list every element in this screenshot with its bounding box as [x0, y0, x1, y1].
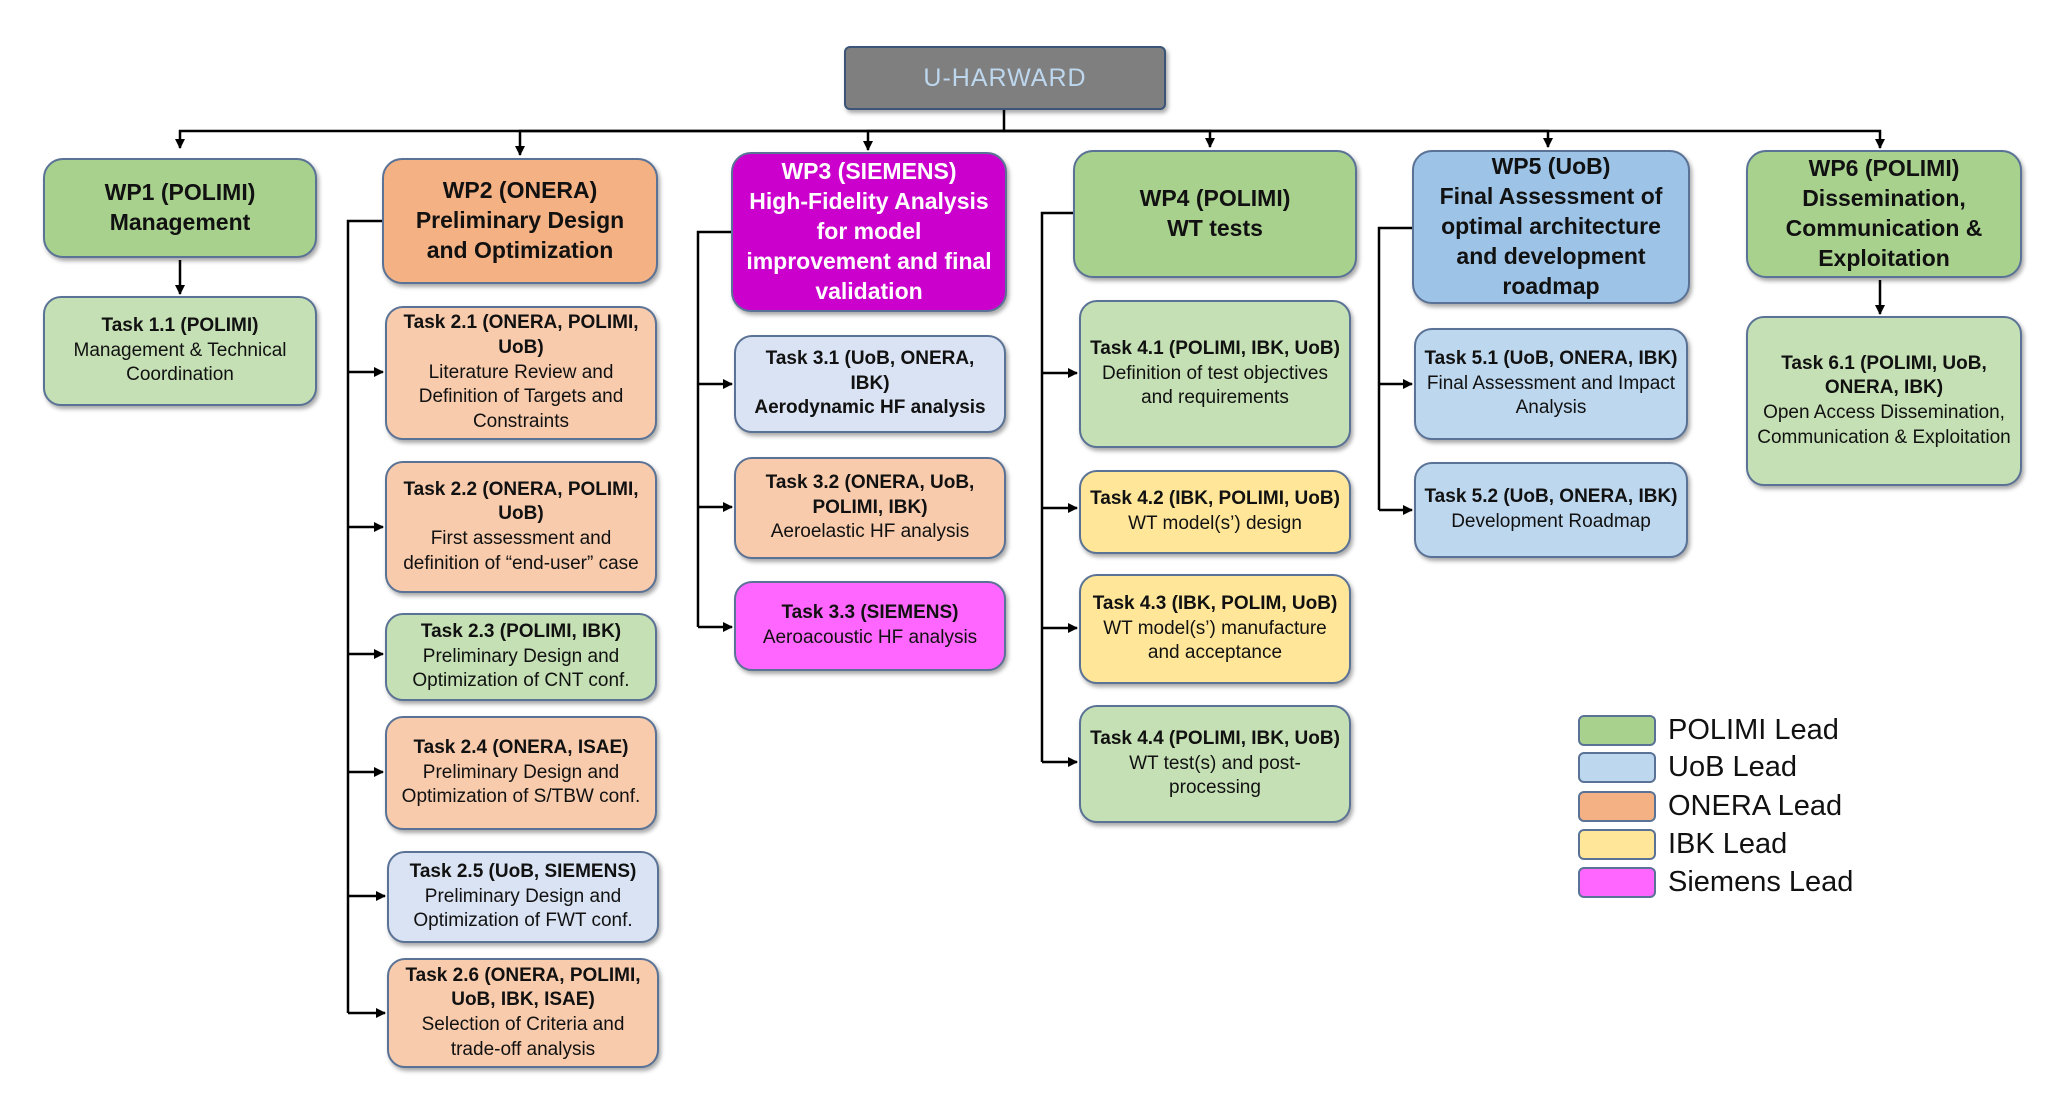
- legend-item: UoB Lead: [1578, 751, 1797, 784]
- task-4-1-title: Task 4.1 (POLIMI, IBK, UoB): [1090, 337, 1340, 359]
- task-2-4-desc: Preliminary Design and Optimization of S…: [401, 761, 641, 808]
- task-4-4-desc: WT test(s) and post-processing: [1129, 752, 1301, 799]
- task-2-6: Task 2.6 (ONERA, POLIMI, UoB, IBK, ISAE)…: [387, 958, 659, 1068]
- task-2-1-title: Task 2.1 (ONERA, POLIMI, UoB): [403, 312, 639, 358]
- task-4-4-title: Task 4.4 (POLIMI, IBK, UoB): [1090, 727, 1340, 749]
- task-2-6-desc: Selection of Criteria and trade-off anal…: [421, 1014, 625, 1060]
- wp1-title: WP1 (POLIMI): [104, 179, 256, 206]
- wp4-box: WP4 (POLIMI) WT tests: [1073, 150, 1357, 278]
- task-6-1-desc: Open Access Dissemination, Communication…: [1757, 402, 2011, 448]
- task-3-2-title: Task 3.2 (ONERA, UoB, POLIMI, IBK): [765, 471, 975, 518]
- task-2-1-desc: Literature Review and Definition of Targ…: [418, 361, 624, 433]
- task-2-5-desc: Preliminary Design and Optimization of F…: [413, 885, 633, 932]
- wp1-box: WP1 (POLIMI) Management: [43, 158, 317, 258]
- task-5-1: Task 5.1 (UoB, ONERA, IBK) Final Assessm…: [1414, 328, 1688, 440]
- task-4-2: Task 4.2 (IBK, POLIMI, UoB) WT model(s’)…: [1079, 470, 1351, 554]
- task-5-2: Task 5.2 (UoB, ONERA, IBK) Development R…: [1414, 462, 1688, 558]
- task-3-1: Task 3.1 (UoB, ONERA, IBK) Aerodynamic H…: [734, 335, 1006, 433]
- task-2-5-title: Task 2.5 (UoB, SIEMENS): [409, 860, 637, 882]
- root-node: U-HARWARD: [844, 46, 1166, 110]
- task-6-1: Task 6.1 (POLIMI, UoB, ONERA, IBK) Open …: [1746, 316, 2022, 486]
- task-2-3-title: Task 2.3 (POLIMI, IBK): [420, 620, 622, 642]
- wp5-title: WP5 (UoB): [1491, 153, 1611, 180]
- task-2-2-title: Task 2.2 (ONERA, POLIMI, UoB): [403, 478, 639, 525]
- legend-item: POLIMI Lead: [1578, 714, 1839, 747]
- task-1-1-title: Task 1.1 (POLIMI): [101, 314, 259, 336]
- task-3-2-desc: Aeroelastic HF analysis: [770, 521, 970, 543]
- task-3-3-desc: Aeroacoustic HF analysis: [762, 627, 978, 648]
- wp2-box: WP2 (ONERA) Preliminary Design and Optim…: [382, 158, 658, 284]
- task-4-2-title: Task 4.2 (IBK, POLIMI, UoB): [1090, 488, 1340, 510]
- wp3-title: WP3 (SIEMENS): [781, 158, 957, 185]
- task-4-1-desc: Definition of test objectives and requir…: [1101, 362, 1328, 409]
- legend-item: Siemens Lead: [1578, 866, 1853, 899]
- task-2-6-title: Task 2.6 (ONERA, POLIMI, UoB, IBK, ISAE): [405, 964, 641, 1011]
- legend-label: ONERA Lead: [1668, 790, 1843, 822]
- task-4-4: Task 4.4 (POLIMI, IBK, UoB) WT test(s) a…: [1079, 705, 1351, 823]
- task-4-3-desc: WT model(s’) manufacture and acceptance: [1103, 617, 1327, 664]
- legend-item: IBK Lead: [1578, 828, 1787, 861]
- wp4-title: WP4 (POLIMI): [1139, 185, 1291, 212]
- legend-label: IBK Lead: [1668, 828, 1788, 860]
- wp2-title: WP2 (ONERA): [442, 177, 598, 204]
- task-3-3-title: Task 3.3 (SIEMENS): [781, 602, 959, 624]
- task-1-1: Task 1.1 (POLIMI) Management & Technical…: [43, 296, 317, 406]
- task-3-3: Task 3.3 (SIEMENS) Aeroacoustic HF analy…: [734, 581, 1006, 671]
- task-2-3: Task 2.3 (POLIMI, IBK) Preliminary Desig…: [385, 613, 657, 701]
- task-4-3: Task 4.3 (IBK, POLIM, UoB) WT model(s’) …: [1079, 574, 1351, 684]
- wp6-title: WP6 (POLIMI): [1808, 155, 1960, 182]
- task-5-2-desc: Development Roadmap: [1451, 511, 1651, 532]
- task-5-1-title: Task 5.1 (UoB, ONERA, IBK): [1424, 347, 1678, 369]
- task-4-2-desc: WT model(s’) design: [1128, 513, 1302, 534]
- root-label: U-HARWARD: [923, 63, 1087, 92]
- wp4-subtitle: WT tests: [1167, 215, 1263, 241]
- task-2-1: Task 2.1 (ONERA, POLIMI, UoB) Literature…: [385, 306, 657, 440]
- wp3-subtitle: High-Fidelity Analysis for model improve…: [746, 188, 992, 304]
- wp3-box: WP3 (SIEMENS) High-Fidelity Analysis for…: [731, 152, 1007, 312]
- task-3-1-title: Task 3.1 (UoB, ONERA, IBK): [765, 347, 975, 394]
- task-5-1-desc: Final Assessment and Impact Analysis: [1426, 372, 1676, 419]
- task-2-2: Task 2.2 (ONERA, POLIMI, UoB) First asse…: [385, 461, 657, 593]
- task-5-2-title: Task 5.2 (UoB, ONERA, IBK): [1424, 486, 1678, 508]
- legend-swatch: [1578, 752, 1656, 783]
- task-1-1-desc: Management & Technical Coordination: [73, 339, 287, 386]
- wp5-subtitle: Final Assessment of optimal architecture…: [1439, 183, 1663, 299]
- wp1-subtitle: Management: [109, 209, 251, 235]
- legend-swatch: [1578, 791, 1656, 822]
- wp6-box: WP6 (POLIMI) Dissemination, Communicatio…: [1746, 150, 2022, 278]
- wp5-box: WP5 (UoB) Final Assessment of optimal ar…: [1412, 150, 1690, 304]
- task-2-4-title: Task 2.4 (ONERA, ISAE): [413, 736, 629, 758]
- task-2-4: Task 2.4 (ONERA, ISAE) Preliminary Desig…: [385, 716, 657, 830]
- task-4-1: Task 4.1 (POLIMI, IBK, UoB) Definition o…: [1079, 300, 1351, 448]
- legend-label: POLIMI Lead: [1668, 714, 1839, 746]
- task-6-1-title: Task 6.1 (POLIMI, UoB, ONERA, IBK): [1781, 352, 1987, 399]
- task-2-3-desc: Preliminary Design and Optimization of C…: [412, 645, 630, 692]
- task-2-5: Task 2.5 (UoB, SIEMENS) Preliminary Desi…: [387, 851, 659, 943]
- legend-item: ONERA Lead: [1578, 790, 1842, 823]
- legend-swatch: [1578, 829, 1656, 860]
- task-4-3-title: Task 4.3 (IBK, POLIM, UoB): [1092, 592, 1338, 614]
- legend-label: Siemens Lead: [1668, 866, 1854, 898]
- wp6-subtitle: Dissemination, Communication & Exploitat…: [1785, 185, 1983, 271]
- task-2-2-desc: First assessment and definition of “end-…: [403, 528, 639, 574]
- legend-swatch: [1578, 715, 1656, 746]
- legend-swatch: [1578, 867, 1656, 898]
- task-3-1-desc: Aerodynamic HF analysis: [754, 397, 986, 419]
- legend-label: UoB Lead: [1668, 751, 1797, 783]
- wp2-subtitle: Preliminary Design and Optimization: [415, 207, 625, 263]
- task-3-2: Task 3.2 (ONERA, UoB, POLIMI, IBK) Aeroe…: [734, 457, 1006, 559]
